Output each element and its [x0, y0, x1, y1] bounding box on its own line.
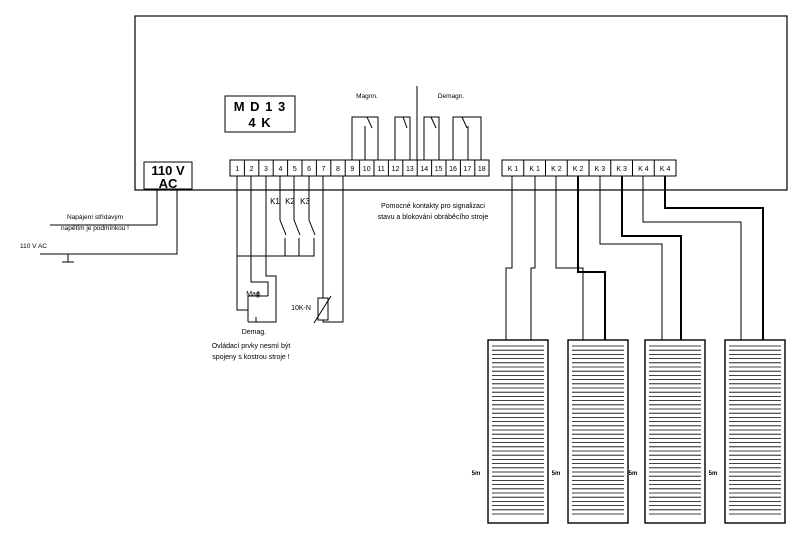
magnet-block-1 [487, 339, 549, 524]
warning-note-line-2: spojeny s kostrou stroje ! [212, 354, 289, 361]
warning-note-line-1: Ovládací prvky nesmí být [212, 343, 291, 350]
switch-label-k2: K2 [285, 197, 295, 206]
magnet-label-1: 5m [472, 471, 481, 477]
coil-terminal-label: K 3 [595, 166, 606, 173]
switch-label-k3: K3 [300, 197, 310, 206]
magnet-stripes [492, 345, 781, 515]
terminal-label: 3 [264, 166, 268, 173]
terminal-label: 1 [235, 166, 239, 173]
model-line-2: 4 K [248, 115, 271, 130]
aux-contacts-note-line-2: stavu a blokování obráběcího stroje [378, 214, 489, 221]
terminal-label: 6 [307, 166, 311, 173]
aux-contacts-note-line-1: Pomocné kontakty pro signalizaci [381, 203, 485, 210]
magnet-label-2: 5m [552, 471, 561, 477]
control-wiring [236, 176, 316, 323]
magnet-label-4: 5m [709, 471, 718, 477]
coil-terminal-label: K 2 [573, 166, 584, 173]
device-enclosure [134, 15, 788, 191]
terminal-label: 11 [377, 166, 384, 173]
coil-terminal-label: K 1 [508, 166, 519, 173]
terminal-label: 13 [406, 166, 414, 173]
magnet-block-3 [644, 339, 706, 524]
terminal-label: 10 [363, 166, 371, 173]
supply-label: 110 V AC [20, 243, 47, 250]
terminal-label: 2 [250, 166, 254, 173]
thermistor-label: 10K-N [291, 305, 311, 312]
terminal-label: 14 [420, 166, 428, 173]
terminal-label: 17 [464, 166, 472, 173]
demagn-label: Demagn. [438, 93, 465, 100]
terminal-label: 8 [336, 166, 340, 173]
power-input-box [143, 161, 193, 190]
switch-label-k1: K1 [270, 197, 280, 206]
terminal-label: 7 [322, 166, 326, 173]
terminal-label: 4 [278, 166, 282, 173]
coil-terminal-label: K 4 [638, 166, 649, 173]
coil-terminal-label: K 3 [616, 166, 627, 173]
ac-supply-wiring [40, 189, 178, 263]
thermistor [313, 176, 344, 324]
coil-terminal-labels: K 1 K 1 K 2 K 2 K 3 K 3 K 4 K 4 [508, 166, 671, 173]
terminal-label: 12 [392, 166, 400, 173]
model-line-1: M D 1 3 [234, 99, 287, 114]
magn-label: Magnn. [356, 93, 378, 100]
coil-wiring [505, 176, 764, 340]
terminal-label: 16 [449, 166, 457, 173]
model-label-box [224, 95, 296, 133]
terminal-dividers [243, 160, 476, 176]
supply-note-line-2: napětím je podmínkou ! [61, 225, 129, 232]
magnet-block-2 [567, 339, 629, 524]
power-box-line-1: 110 V [151, 163, 185, 178]
mag-label: Mag. [246, 291, 262, 298]
coil-terminal-label: K 4 [660, 166, 671, 173]
terminal-label: 18 [478, 166, 486, 173]
terminal-label: 15 [435, 166, 443, 173]
supply-note-line-1: Napájení střídavým [67, 214, 123, 221]
terminal-label: 5 [293, 166, 297, 173]
coil-terminal-label: K 2 [551, 166, 562, 173]
coil-terminal-label: K 1 [529, 166, 540, 173]
power-box-line-2: AC [159, 176, 178, 191]
aux-relay-contacts [351, 116, 482, 160]
demag-label: Demag. [242, 329, 267, 336]
coil-terminal-dividers [523, 160, 655, 176]
magnet-block-4 [724, 339, 786, 524]
magnet-blocks [487, 339, 786, 524]
magnet-label-3: 5m [629, 471, 638, 477]
terminal-label: 9 [350, 166, 354, 173]
